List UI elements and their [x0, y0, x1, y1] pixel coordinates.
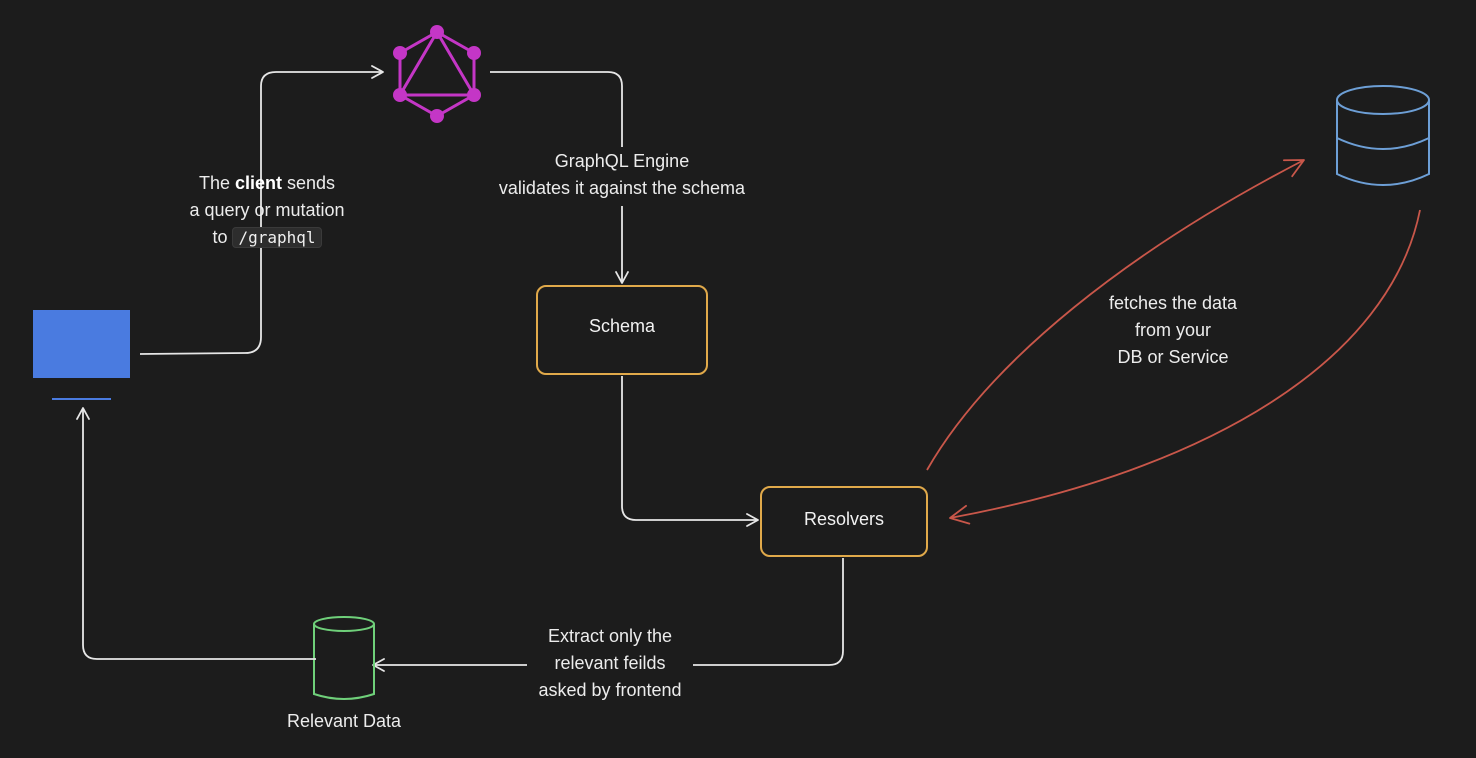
relevant-data-to-client-arrow: [76, 407, 316, 660]
db-to-resolvers-arrow: [949, 209, 1421, 525]
schema-to-resolvers-arrow: [621, 376, 759, 527]
client-keyword: client: [234, 173, 282, 193]
client-to-engine-arrow: [139, 65, 384, 355]
engine-to-schema-arrow: [490, 71, 622, 283]
schema-box-label: Schema: [588, 316, 656, 336]
schema-box: [536, 285, 708, 375]
resolvers-to-db-arrow: [926, 159, 1305, 471]
relevant-data-label: Relevant Data: [286, 711, 402, 731]
resolvers-box-label: Resolvers: [803, 509, 885, 529]
fetch-data-label: fetches the data from your DB or Service: [1108, 293, 1238, 367]
graphql-endpoint-code: /graphql: [232, 227, 322, 248]
client-computer-icon: [33, 310, 130, 400]
database-icon: [1336, 85, 1430, 186]
resolvers-to-relevant-data-arrow: [373, 558, 844, 665]
extract-fields-label: Extract only the relevant feilds asked b…: [538, 626, 682, 700]
graphql-logo-icon: [393, 25, 481, 123]
resolvers-box: [760, 486, 928, 557]
graphql-engine-label: GraphQL Engine validates it against the …: [498, 151, 746, 198]
client-sends-label: The client sends a query or mutation to …: [189, 173, 345, 248]
relevant-data-icon: [313, 616, 375, 700]
